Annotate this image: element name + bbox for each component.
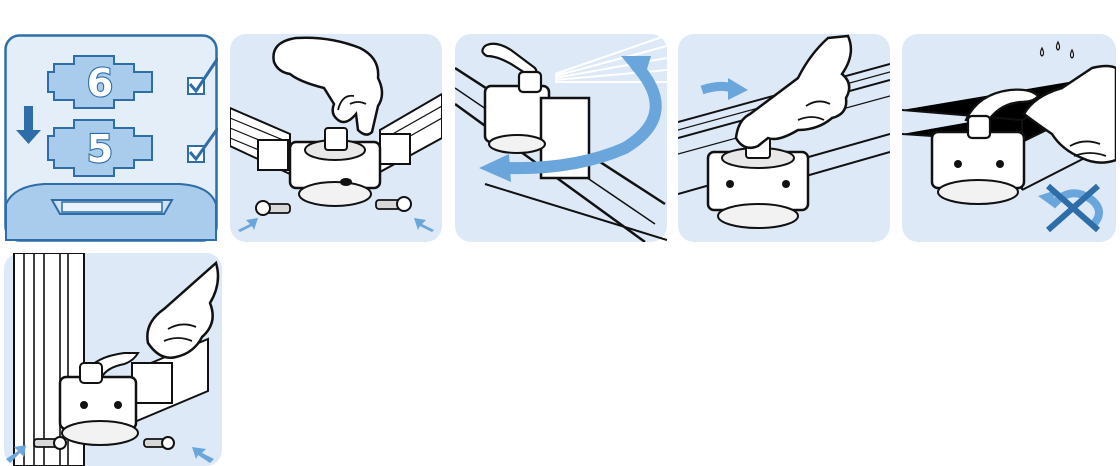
down-arrow-icon <box>16 106 41 144</box>
clamp-lever-icon <box>964 88 1040 140</box>
size-6-profile-icon: 6 <box>47 55 153 109</box>
clamp-lever-icon <box>481 42 543 94</box>
size-6-label: 6 <box>87 61 113 105</box>
clamp-connector-icon <box>930 130 1026 205</box>
step-3-panel-rotate-lever <box>455 34 667 242</box>
slide-arrow-icon <box>700 78 748 100</box>
step-2-panel-insert-screws <box>230 34 442 242</box>
push-arrow-icon <box>6 445 214 463</box>
rotate-arrow-icon <box>479 56 662 182</box>
step-6-illustration <box>4 253 222 466</box>
step-3-illustration <box>455 34 667 242</box>
hand-icon <box>734 34 853 149</box>
step-6-panel-mount-vertical <box>4 253 222 466</box>
step-1-illustration: 6 5 <box>4 34 218 242</box>
clamp-connector-icon <box>58 352 140 446</box>
step-2-illustration <box>230 34 442 242</box>
step-1-panel-profile-selection: 6 5 <box>4 34 218 242</box>
hand-icon <box>1022 64 1116 164</box>
clamp-connector-icon <box>288 127 382 207</box>
checkbox-checked-icon <box>187 57 218 163</box>
screw-icon <box>255 196 412 216</box>
screw-icon <box>33 436 175 450</box>
step-5-panel-lock-lever <box>902 34 1116 242</box>
hand-icon <box>272 36 384 136</box>
step-5-illustration <box>902 34 1116 242</box>
no-rotation-icon <box>1038 183 1103 233</box>
size-5-profile-icon: 5 <box>47 119 153 177</box>
hand-icon <box>146 260 220 359</box>
step-4-illustration <box>678 34 890 242</box>
slot-base-icon <box>5 183 217 241</box>
push-arrow-icon <box>238 218 434 232</box>
step-4-panel-slide-connector <box>678 34 890 242</box>
size-5-label: 5 <box>87 127 113 171</box>
